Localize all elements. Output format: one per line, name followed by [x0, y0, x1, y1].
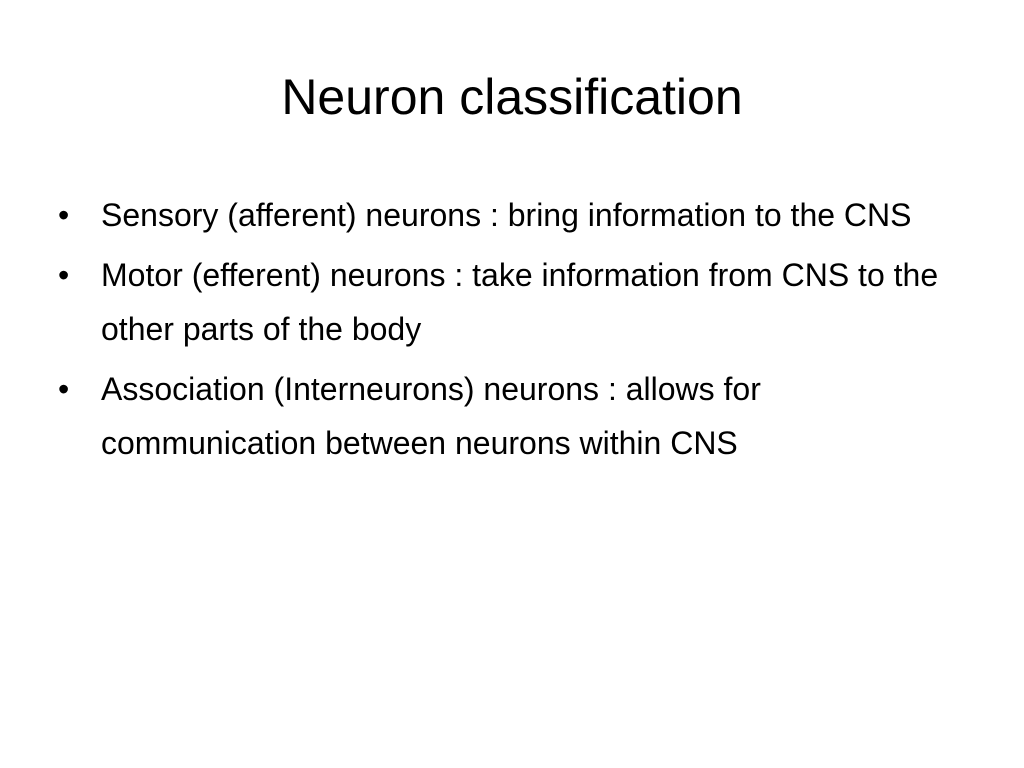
- bullet-item-motor: • Motor (efferent) neurons : take inform…: [58, 248, 968, 356]
- bullet-text: Motor (efferent) neurons : take informat…: [101, 257, 939, 347]
- slide-title: Neuron classification: [281, 69, 743, 125]
- bullet-item-association: • Association (Interneurons) neurons : a…: [58, 362, 968, 470]
- bullet-list: • Sensory (afferent) neurons : bring inf…: [58, 188, 968, 476]
- bullet-dot-icon: •: [58, 371, 70, 407]
- bullet-text: Association (Interneurons) neurons : all…: [101, 371, 761, 461]
- bullet-dot-icon: •: [58, 197, 70, 233]
- bullet-item-sensory: • Sensory (afferent) neurons : bring inf…: [58, 188, 968, 242]
- bullet-dot-icon: •: [58, 257, 70, 293]
- bullet-text: Sensory (afferent) neurons : bring infor…: [101, 197, 912, 233]
